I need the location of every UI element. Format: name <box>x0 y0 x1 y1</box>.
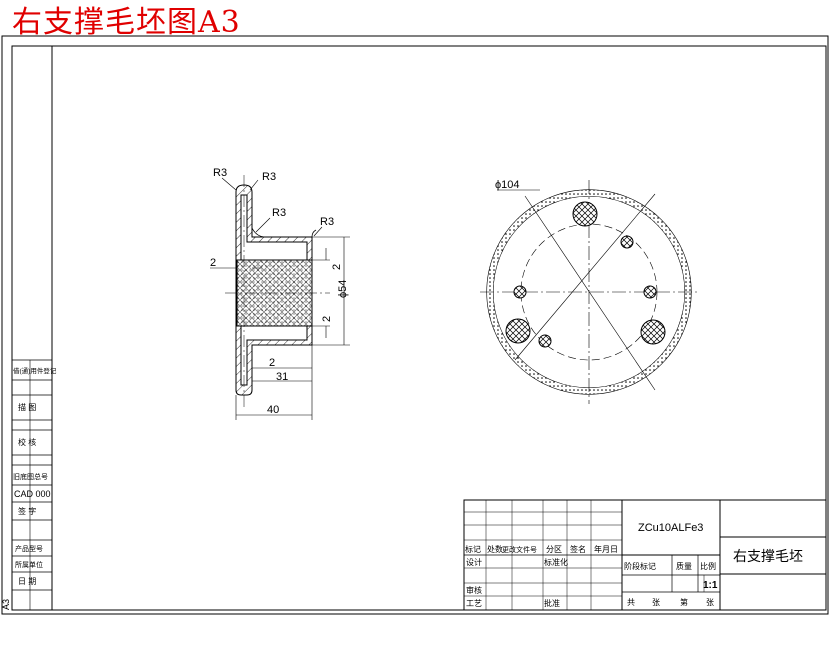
side-label-0: 借(通)用件登记 <box>13 366 57 375</box>
side-label-2: 校 核 <box>18 437 36 447</box>
sheet-text-1: 张 <box>652 598 660 607</box>
rev-header-1: 处数 <box>487 544 503 554</box>
plan-view <box>480 180 700 404</box>
label-dim-40: 40 <box>267 404 279 416</box>
sheet-text-0: 共 <box>627 598 635 607</box>
role-process: 工艺 <box>466 599 482 608</box>
title-block <box>463 499 827 611</box>
section-view <box>225 175 330 410</box>
side-label-3: 旧底图总号 <box>13 472 48 481</box>
label-dim-wall: 2 <box>321 316 333 322</box>
label-r3-top-right: R3 <box>262 171 276 183</box>
role-design: 设计 <box>466 557 482 567</box>
stage-header-2: 比例 <box>700 561 716 571</box>
stage-header-1: 质量 <box>676 561 692 571</box>
outer-frame <box>1 35 829 615</box>
sheet-text-3: 张 <box>706 598 714 607</box>
rev-header-4: 签名 <box>570 544 586 554</box>
stage-header-0: 阶段标记 <box>624 561 656 571</box>
side-label-1: 描 图 <box>18 402 36 412</box>
scale-value: 1:1 <box>703 580 718 591</box>
sheet-corner-label: A3 <box>1 599 11 610</box>
section-dimensions <box>210 177 350 420</box>
role-approve: 批准 <box>544 598 560 608</box>
inner-frame <box>11 45 827 611</box>
label-dim-flange: 2 <box>210 257 216 269</box>
rev-header-2: 更改文件号 <box>502 545 537 554</box>
label-r3-inner: R3 <box>272 207 286 219</box>
part-name: 右支撑毛坯 <box>733 548 803 564</box>
label-r3-top-left: R3 <box>213 167 227 179</box>
side-label-4: CAD 000 <box>14 489 51 499</box>
label-dim-hub-dia: ϕ54 <box>337 280 349 298</box>
label-dia-104: ϕ104 <box>495 179 520 191</box>
label-dim-31: 31 <box>276 371 288 383</box>
label-r3-hub: R3 <box>320 216 334 228</box>
rev-header-0: 标记 <box>465 544 481 554</box>
side-label-7: 所属单位 <box>15 560 43 569</box>
label-dim-bore-bottom: 2 <box>269 357 275 369</box>
rev-header-3: 分区 <box>546 545 562 554</box>
label-dim-bore-top: 2 <box>331 264 343 270</box>
sheet-text-2: 第 <box>680 597 688 607</box>
page-title: 右支撑毛坯图A3 <box>12 5 241 40</box>
side-label-8: 日 期 <box>18 577 36 586</box>
material-label: ZCu10ALFe3 <box>638 522 703 534</box>
side-panel <box>12 359 52 591</box>
role-review: 审核 <box>466 585 482 595</box>
side-label-6: 产品型号 <box>15 544 43 553</box>
rev-header-5: 年月日 <box>594 544 618 554</box>
side-label-5: 签 字 <box>18 506 36 516</box>
role-std: 标准化 <box>544 557 568 567</box>
